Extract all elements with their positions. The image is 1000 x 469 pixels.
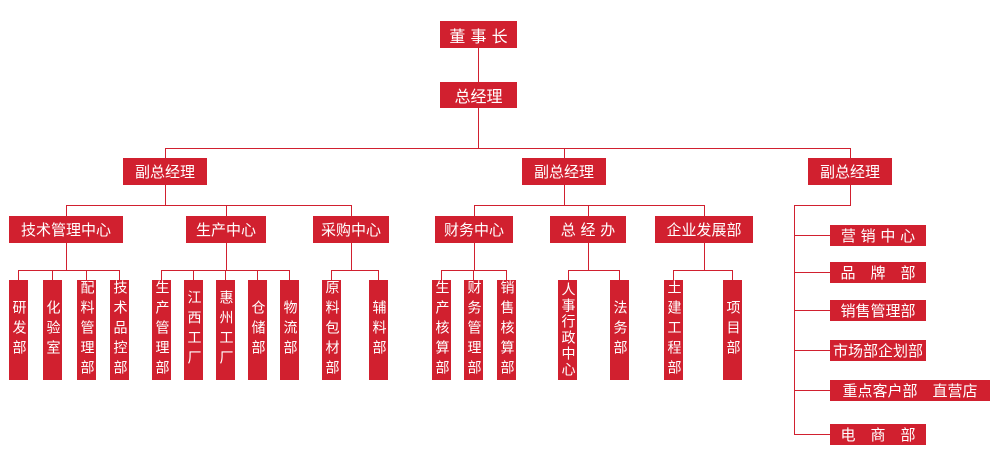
connector [850,185,851,205]
unit-box: 市场部企划部 [830,340,926,361]
unit-box: 江西工厂 [184,280,203,380]
unit-box: 重点客户部 直营店 [830,380,990,401]
connector [52,270,53,280]
unit-box: 仓储部 [248,280,267,380]
connector [478,108,479,148]
connector [794,310,830,311]
connector [704,243,705,270]
unit-box: 生产核算部 [432,280,451,380]
connector [619,270,620,280]
unit-box: 生产管理部 [152,280,171,380]
connector [331,270,332,280]
unit-box: 化验室 [43,280,62,380]
connector [794,434,830,435]
vp2-box: 副总经理 [522,158,606,185]
connector [506,270,507,280]
connector [473,270,474,280]
connector [86,270,87,280]
connector [165,148,851,149]
dept-box: 企业发展部 [655,216,753,243]
connector [161,270,162,280]
connector [794,350,830,351]
connector [564,148,565,158]
dept-box: 生产中心 [186,216,266,243]
unit-box: 辅料部 [369,280,388,380]
dept-box: 技术管理中心 [9,216,123,243]
connector [474,205,705,206]
unit-box: 电 商 部 [830,424,926,445]
connector [794,235,830,236]
connector [441,270,442,280]
connector [794,205,795,435]
dept-box: 总 经 办 [550,216,626,243]
unit-box: 品 牌 部 [830,262,926,283]
connector [794,205,851,206]
connector [66,205,67,216]
connector [18,270,19,280]
connector [478,48,479,82]
connector [704,205,705,216]
unit-box: 研发部 [9,280,28,380]
connector [226,243,227,270]
connector [119,270,120,280]
connector [732,270,733,280]
connector [165,148,166,158]
unit-box: 惠州工厂 [216,280,235,380]
unit-box: 项目部 [723,280,742,380]
connector [474,205,475,216]
connector [289,270,290,280]
chairman-box: 董 事 长 [440,21,517,48]
connector [225,270,226,280]
vp3-box: 副总经理 [808,158,892,185]
connector [351,205,352,216]
connector [18,270,120,271]
connector [165,185,166,205]
unit-box: 销售核算部 [497,280,516,380]
unit-box: 配料管理部 [77,280,96,380]
unit-box: 销售管理部 [830,300,926,321]
connector [794,272,830,273]
unit-box: 技术品控部 [110,280,129,380]
connector [588,243,589,270]
connector [351,243,352,270]
connector [568,270,620,271]
connector [673,270,733,271]
unit-box: 法务部 [610,280,629,380]
unit-box: 财务管理部 [464,280,483,380]
connector [441,270,507,271]
connector [850,148,851,158]
connector [794,390,830,391]
connector [66,243,67,270]
dept-box: 财务中心 [435,216,513,243]
connector [378,270,379,280]
connector [66,205,352,206]
connector [193,270,194,280]
connector [564,185,565,205]
connector [568,270,569,280]
unit-box: 营 销 中 心 [830,225,926,246]
unit-box: 土建工程部 [664,280,683,380]
connector [474,243,475,270]
connector [588,205,589,216]
unit-box: 人事行政中心 [558,280,577,380]
dept-box: 采购中心 [313,216,389,243]
connector [331,270,379,271]
connector [673,270,674,280]
connector [257,270,258,280]
connector [226,205,227,216]
unit-box: 物流部 [280,280,299,380]
general-manager-box: 总经理 [440,82,517,108]
vp1-box: 副总经理 [123,158,207,185]
unit-box: 原料包材部 [322,280,341,380]
